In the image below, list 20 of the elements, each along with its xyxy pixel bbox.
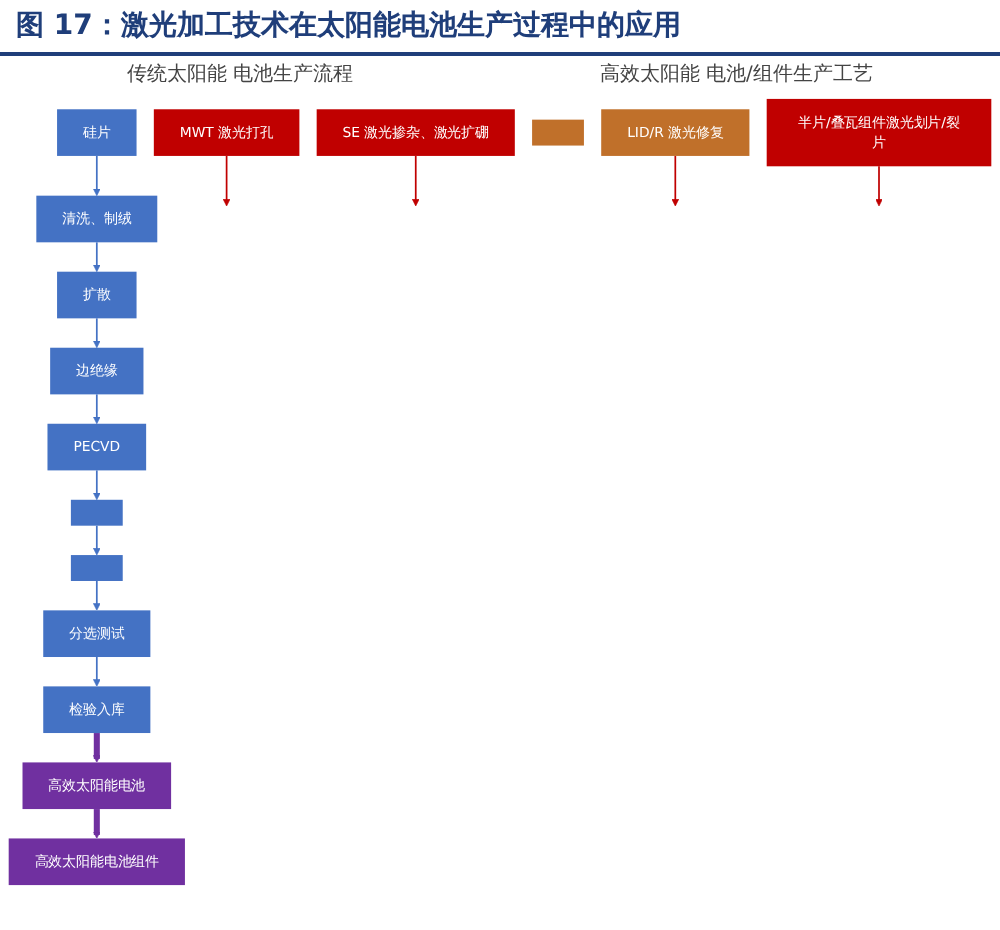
- arrow: [93, 656, 101, 687]
- arrow: [875, 165, 883, 207]
- arrow: [93, 155, 101, 196]
- arrow: [411, 155, 420, 207]
- arrow: [222, 155, 231, 207]
- column-heading: 传统太阳能 电池生产流程: [127, 61, 354, 88]
- node-box: [70, 499, 123, 526]
- arrow: [93, 393, 101, 425]
- arrow: [93, 524, 101, 556]
- column-heading: 高效太阳能 电池/组件生产工艺: [599, 61, 873, 88]
- arrow: [93, 732, 101, 763]
- arrow: [93, 241, 101, 273]
- node-box: [70, 555, 123, 581]
- node-box: [532, 119, 584, 146]
- arrow: [671, 155, 680, 207]
- arrow: [93, 808, 101, 839]
- arrow: [93, 317, 101, 349]
- arrow: [93, 580, 101, 611]
- figure-title: 图 17：激光加工技术在太阳能电池生产过程中的应用: [0, 0, 1000, 56]
- arrow: [93, 469, 101, 501]
